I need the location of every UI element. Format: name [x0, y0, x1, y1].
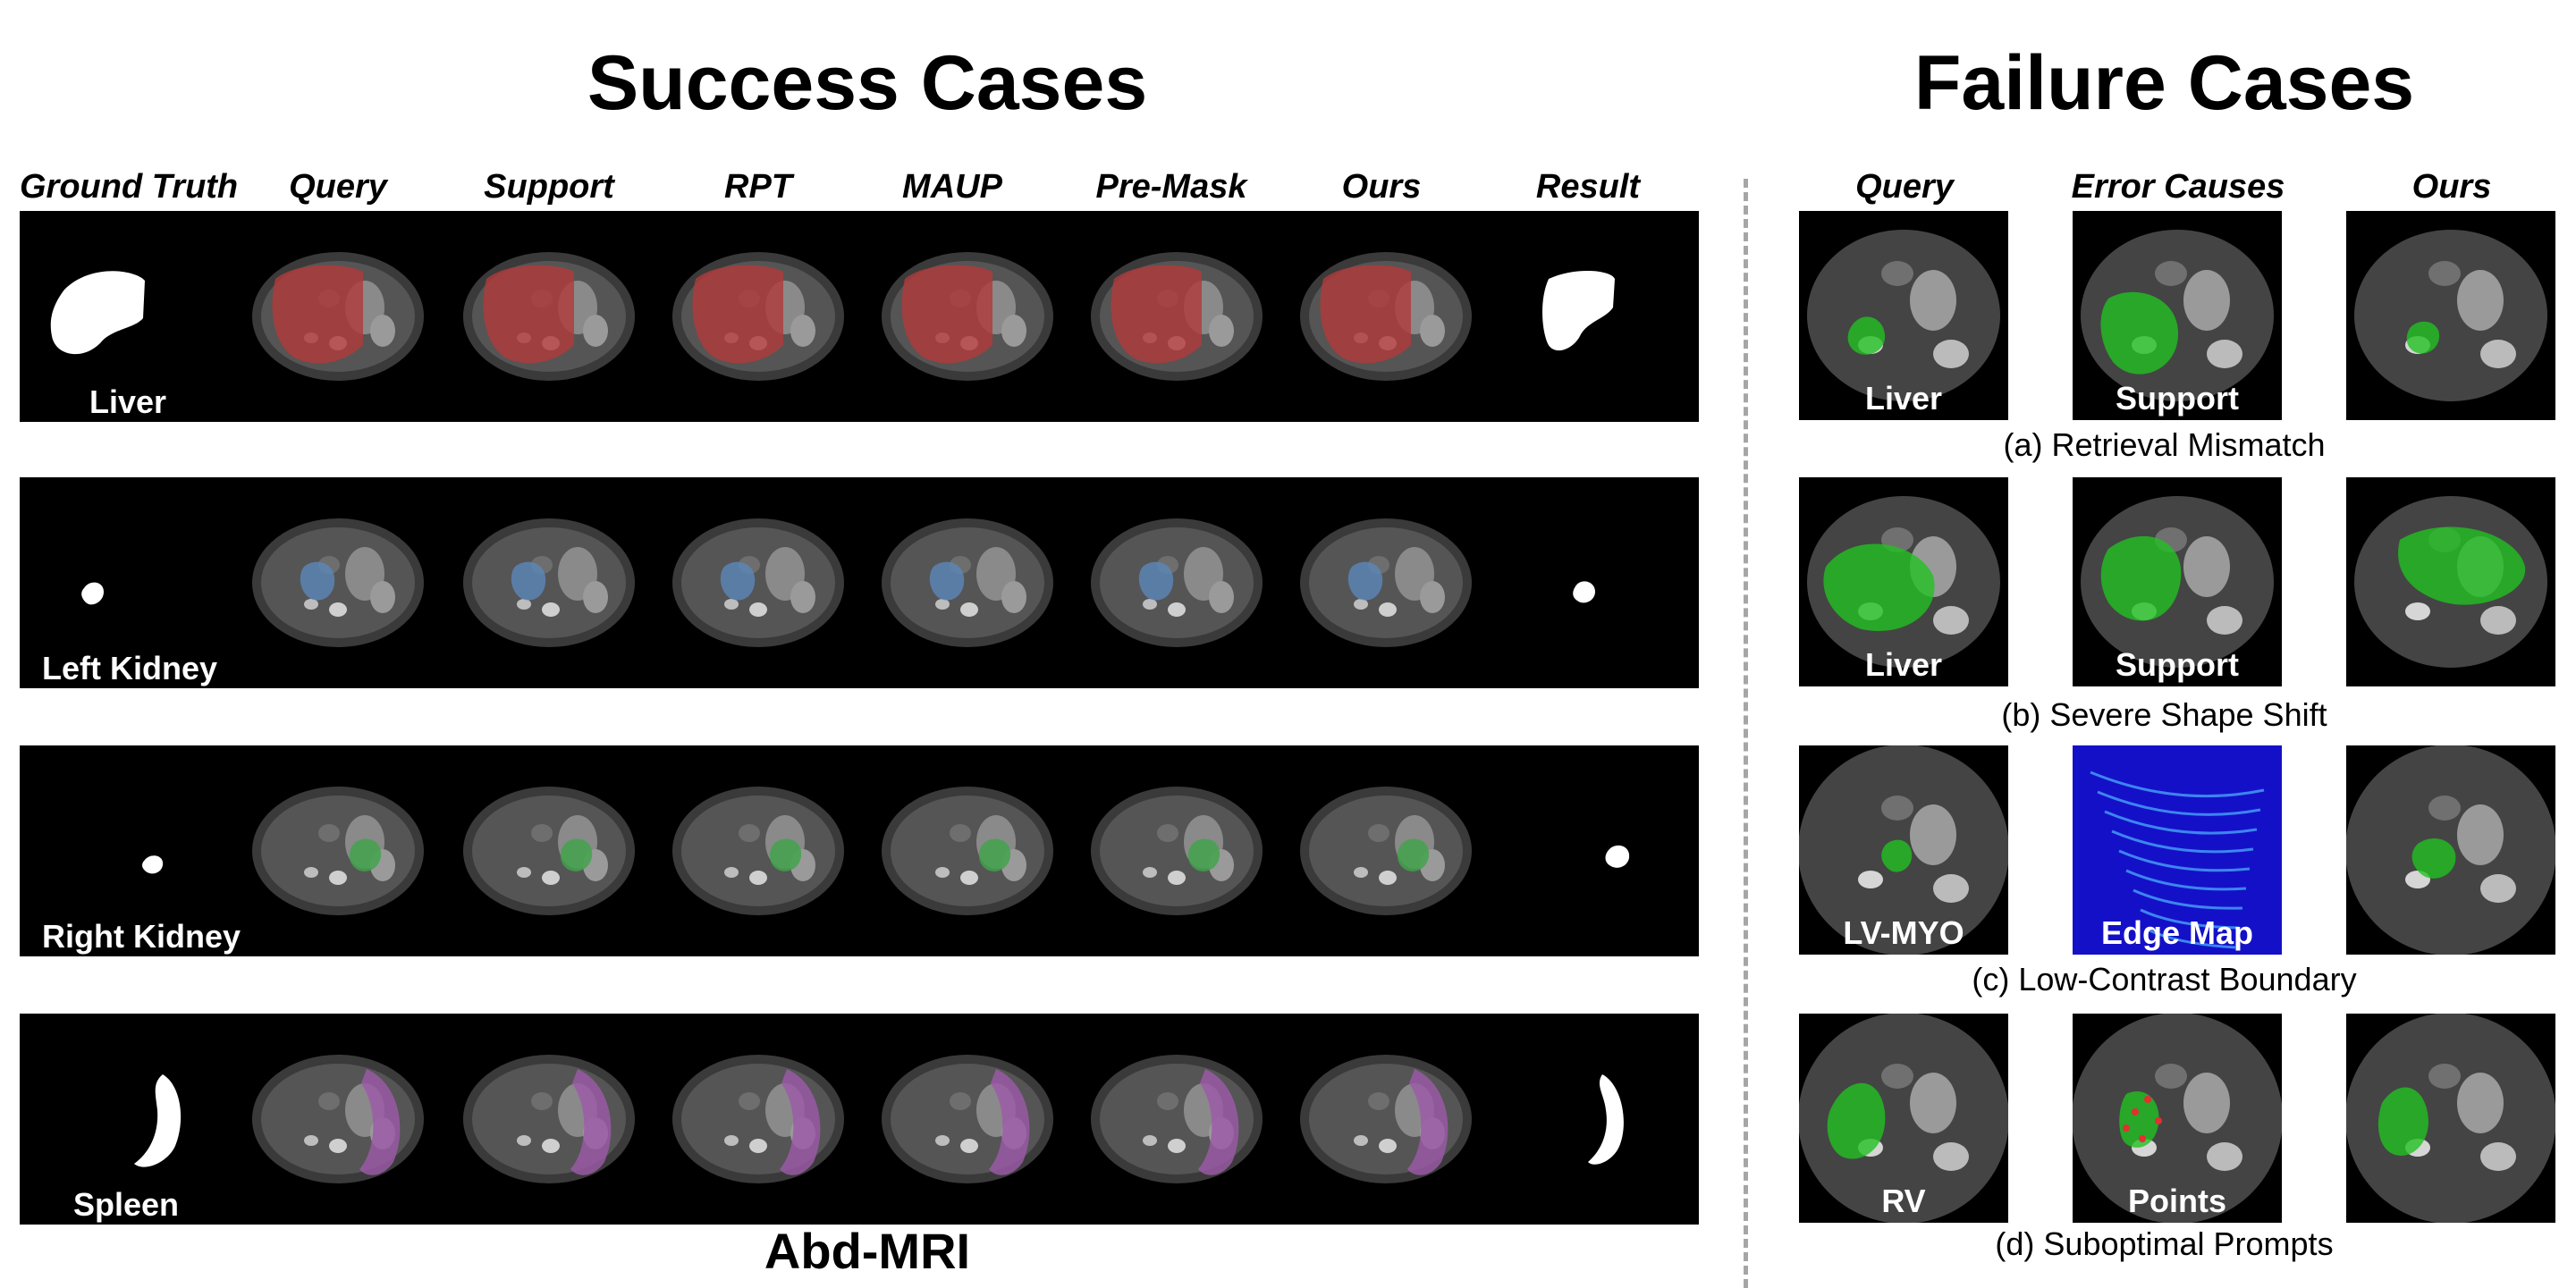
query-scan	[249, 511, 427, 654]
pre-mask-scan	[1087, 1048, 1266, 1191]
success-row-right-kidney: Right Kidney	[20, 745, 1699, 956]
pre-mask-scan	[1087, 245, 1266, 388]
failure-col-header-query: Query	[1855, 168, 1954, 206]
support-scan	[460, 245, 638, 388]
col-header-maup: MAUP	[902, 168, 1002, 206]
failure-error-cause-image: Support	[2073, 477, 2282, 686]
maup-scan	[878, 779, 1057, 922]
failure-ours-image	[2346, 477, 2555, 686]
support-scan	[460, 511, 638, 654]
ground-truth-mask	[29, 502, 207, 663]
ours-scan	[1296, 245, 1475, 388]
maup-scan	[878, 1048, 1057, 1191]
query-scan	[249, 245, 427, 388]
ground-truth-mask	[29, 236, 207, 397]
col-header-rpt: RPT	[724, 168, 792, 206]
ours-scan	[1296, 1048, 1475, 1191]
ours-scan	[1296, 779, 1475, 922]
failure-ours-image	[2346, 745, 2555, 955]
failure-image-label: Liver	[1864, 380, 1943, 417]
success-row-left-kidney: Left Kidney	[20, 477, 1699, 688]
section-divider	[1744, 179, 1748, 1288]
failure-query-image: Liver	[1799, 477, 2008, 686]
failure-image-label: Support	[2116, 646, 2239, 683]
failure-image-label: Support	[2116, 380, 2239, 417]
failure-query-image: RV	[1799, 1014, 2008, 1223]
query-scan	[249, 1048, 427, 1191]
failure-query-image: LV-MYO	[1799, 745, 2008, 955]
col-header-result: Result	[1535, 168, 1641, 206]
result-mask	[1495, 236, 1674, 397]
failure-caption-d: (d) Suboptimal Prompts	[1995, 1225, 2334, 1262]
failure-caption-b: (b) Severe Shape Shift	[2001, 696, 2327, 733]
failure-error-cause-image: Edge Map	[2073, 745, 2282, 955]
result-mask	[1495, 1039, 1674, 1200]
failure-image-label: RV	[1881, 1183, 1926, 1219]
organ-label: Liver	[89, 383, 167, 420]
organ-label: Spleen	[73, 1186, 180, 1223]
failure-error-cause-image: Support	[2073, 211, 2282, 420]
ground-truth-mask	[29, 770, 207, 931]
success-row-spleen: Spleen	[20, 1014, 1699, 1225]
col-header-query: Query	[289, 168, 387, 206]
support-scan	[460, 779, 638, 922]
failure-cases-title: Failure Cases	[1913, 40, 2415, 126]
organ-label: Left Kidney	[42, 650, 218, 686]
rpt-scan	[669, 779, 848, 922]
rpt-scan	[669, 245, 848, 388]
rpt-scan	[669, 1048, 848, 1191]
pre-mask-scan	[1087, 779, 1266, 922]
failure-query-image: Liver	[1799, 211, 2008, 420]
maup-scan	[878, 511, 1057, 654]
success-cases-title: Success Cases	[587, 40, 1148, 126]
ours-scan	[1296, 511, 1475, 654]
success-row-liver: Liver	[20, 211, 1699, 422]
failure-caption-c: (c) Low-Contrast Boundary	[1972, 961, 2357, 998]
organ-label: Right Kidney	[42, 918, 241, 955]
pre-mask-scan	[1087, 511, 1266, 654]
failure-image-label: Edge Map	[2100, 914, 2253, 951]
failure-error-cause-image: Points	[2073, 1014, 2282, 1223]
col-header-ours: Ours	[1341, 168, 1422, 206]
col-header-ground-truth: Ground Truth	[20, 168, 239, 206]
ground-truth-mask	[29, 1039, 207, 1200]
failure-image-label: LV-MYO	[1843, 914, 1964, 951]
result-mask	[1495, 502, 1674, 663]
query-scan	[249, 779, 427, 922]
failure-col-header-ours: Ours	[2411, 168, 2492, 206]
col-header-support: Support	[484, 168, 614, 206]
failure-image-label: Liver	[1864, 646, 1943, 683]
col-header-pre-mask: Pre-Mask	[1095, 168, 1247, 206]
maup-scan	[878, 245, 1057, 388]
failure-image-label: Points	[2127, 1183, 2226, 1219]
failure-ours-image	[2346, 1014, 2555, 1223]
failure-caption-a: (a) Retrieval Mismatch	[2003, 426, 2326, 463]
failure-col-header-error-causes: Error Causes	[2071, 168, 2285, 206]
dataset-label: Abd-MRI	[764, 1223, 971, 1279]
result-mask	[1495, 770, 1674, 931]
support-scan	[460, 1048, 638, 1191]
failure-ours-image	[2346, 211, 2555, 420]
rpt-scan	[669, 511, 848, 654]
